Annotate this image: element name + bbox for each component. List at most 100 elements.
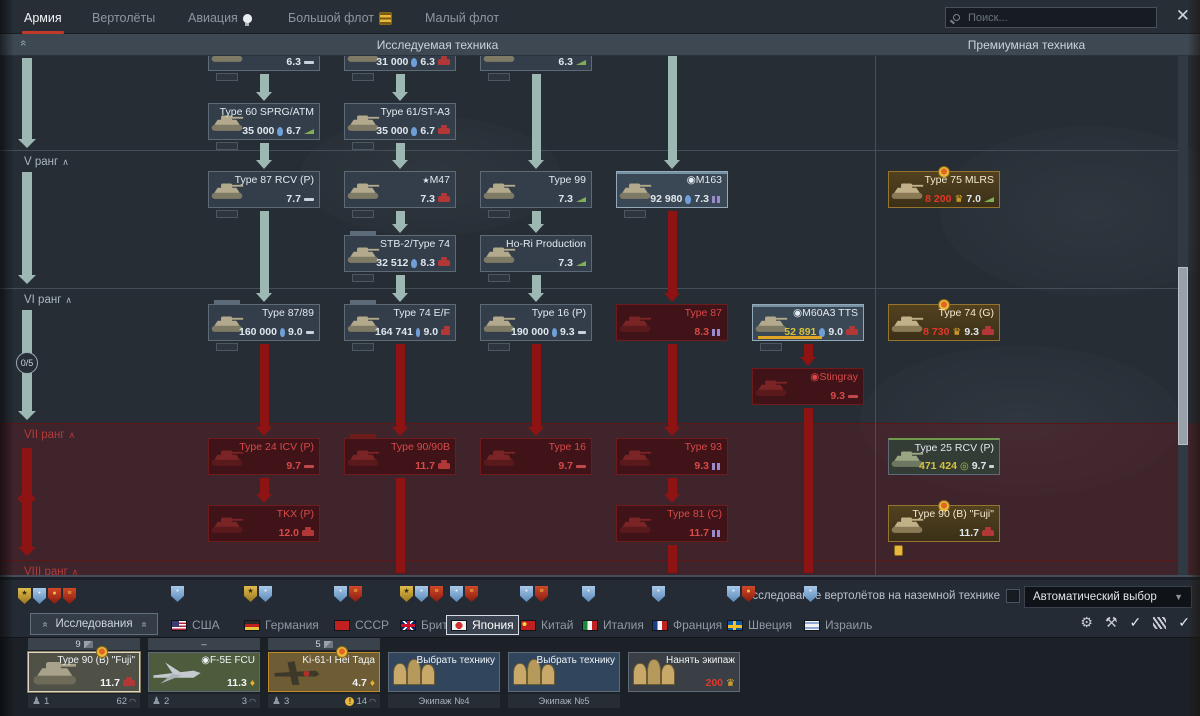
modifications-indicator[interactable] <box>488 73 510 81</box>
tree-connection-arrowhead <box>255 293 272 302</box>
nation-tab-Италия[interactable]: Италия <box>578 615 648 635</box>
nation-tab-Швеция[interactable]: Швеция <box>723 615 796 635</box>
modifications-check-icon[interactable]: ✓ <box>1129 614 1142 630</box>
vehicle-card-STB-2/Type 74[interactable]: STB-2/Type 7432 5128.3 <box>344 231 456 272</box>
battle-rating: 9.0 <box>423 326 439 338</box>
camouflage-check-icon[interactable]: ✓ <box>1178 614 1190 630</box>
vehicle-card-hidden[interactable]: 6.3 <box>208 56 320 71</box>
rank-rail-arrowhead <box>18 547 36 556</box>
tab-Армия[interactable]: Армия <box>22 8 64 34</box>
research-points-icon <box>819 327 826 337</box>
vehicle-card-Type 25 RCV (P)[interactable]: Type 25 RCV (P)471 424◎9.7 <box>888 438 1000 475</box>
vehicle-card-Type 75 MLRS[interactable]: Type 75 MLRS8 200♛7.0 <box>888 166 1000 208</box>
nation-tab-США[interactable]: США <box>167 615 224 635</box>
vehicle-card-Type 90 (B) "Fuji"[interactable]: Type 90 (B) "Fuji"11.7 <box>888 500 1000 542</box>
wrench-icon[interactable]: ⚒ <box>1104 614 1118 630</box>
close-icon[interactable]: ✕ <box>1175 6 1190 25</box>
vehicle-card-Type 93[interactable]: Type 939.3 <box>616 438 728 475</box>
slot-vehicle-Выбрать технику[interactable]: Выбрать технику <box>508 652 620 692</box>
vehicle-card-Type 87/89[interactable]: Type 87/89160 0009.0 <box>208 300 320 341</box>
gear-icon[interactable]: ⚙ <box>1080 614 1093 630</box>
slot-medal-icon <box>96 646 108 658</box>
rank-label-VII ранг[interactable]: VII ранг∧ <box>24 429 76 441</box>
slot-vehicle-name: ◉F-5E FCU <box>201 655 255 666</box>
vehicle-card-TKX (P)[interactable]: TKX (P)12.0 <box>208 505 320 542</box>
modifications-indicator[interactable] <box>352 73 374 81</box>
modifications-indicator[interactable] <box>216 210 238 218</box>
rank-label-VI ранг[interactable]: VI ранг∧ <box>24 294 72 306</box>
modifications-indicator[interactable] <box>488 210 510 218</box>
slot-vehicle-Type 90 (B) "Fuji"[interactable]: Type 90 (B) "Fuji"11.7 <box>28 652 140 692</box>
modifications-indicator[interactable] <box>352 210 374 218</box>
modifications-indicator[interactable] <box>624 210 646 218</box>
vehicle-card-Type 61/ST-A3[interactable]: Type 61/ST-A335 0006.7 <box>344 103 456 140</box>
research-view-button[interactable]: « Исследования « <box>30 613 158 635</box>
research-column-header: Исследуемая техника <box>376 38 499 52</box>
slot-art-jet <box>151 655 203 691</box>
modifications-indicator[interactable] <box>352 142 374 150</box>
modifications-indicator[interactable] <box>216 142 238 150</box>
tab-Большой флот[interactable]: Большой флот <box>288 8 392 28</box>
nation-tab-СССР[interactable]: СССР <box>330 615 393 635</box>
scrollbar-thumb[interactable] <box>1178 267 1188 445</box>
tree-connection-arrowhead <box>527 224 544 233</box>
vehicle-card-Type 99[interactable]: Type 997.3 <box>480 171 592 208</box>
vehicle-card-Type 87[interactable]: Type 878.3 <box>616 304 728 341</box>
rank-label-V ранг[interactable]: V ранг∧ <box>24 156 69 168</box>
crew-figure <box>541 664 555 685</box>
sticker-icon <box>323 640 333 648</box>
vehicle-card-Type 16 (P)[interactable]: Type 16 (P)190 0009.3 <box>480 304 592 341</box>
vehicle-card-Type 74 (G)[interactable]: Type 74 (G)8 730♛9.3 <box>888 299 1000 341</box>
auto-select-dropdown[interactable]: Автоматический выбор ▼ <box>1024 586 1192 608</box>
slot-vehicle-Ki-61-I Hei Тада[interactable]: Ki-61-I Hei Тада4.7♦ <box>268 652 380 692</box>
heli-research-checkbox[interactable] <box>1006 589 1020 603</box>
modifications-indicator[interactable] <box>352 274 374 282</box>
vehicle-card-hidden[interactable]: 6.3 <box>480 56 592 71</box>
vehicle-card-Type 90/90B[interactable]: Type 90/90B11.7 <box>344 434 456 475</box>
tab-Вертолёты[interactable]: Вертолёты <box>92 8 155 28</box>
search-box[interactable] <box>945 7 1157 28</box>
rank-rail-line <box>22 58 32 140</box>
vehicle-card-Type 74 E/F[interactable]: Type 74 E/F164 7419.0 <box>344 300 456 341</box>
nation-tab-Китай[interactable]: Китай <box>516 615 577 635</box>
vehicle-class-icon-mbt <box>982 326 994 335</box>
tab-Малый флот[interactable]: Малый флот <box>425 8 499 28</box>
vehicle-card-Ho-Ri Production[interactable]: Ho-Ri Production7.3 <box>480 235 592 272</box>
search-input[interactable] <box>966 10 1136 25</box>
modifications-indicator[interactable] <box>352 343 374 351</box>
vehicle-card-M60A3 TTS[interactable]: ◉M60A3 TTS52 8919.0 <box>752 304 864 341</box>
modifications-indicator[interactable] <box>488 343 510 351</box>
modifications-indicator[interactable] <box>488 274 510 282</box>
vehicle-card-Type 16[interactable]: Type 169.7 <box>480 438 592 475</box>
nation-tab-Израиль[interactable]: Израиль <box>800 615 876 635</box>
us-roundel-icon: ◉ <box>201 655 210 666</box>
camouflage-icon[interactable] <box>1153 616 1167 629</box>
vehicle-name: Type 74 (G) <box>938 307 994 319</box>
nation-tab-Япония[interactable]: Япония <box>446 615 519 635</box>
battle-rating: 7.3 <box>420 193 435 205</box>
nation-label: Германия <box>265 618 319 632</box>
nation-tab-Франция[interactable]: Франция <box>648 615 726 635</box>
rank-label-VIII ранг[interactable]: VIII ранг∧ <box>24 566 79 575</box>
nation-label: СССР <box>355 618 390 632</box>
vehicle-card-Type 60 SPRG/ATM[interactable]: Type 60 SPRG/ATM35 0006.7 <box>208 103 320 140</box>
vehicle-card-Type 81 (C)[interactable]: Type 81 (C)11.7 <box>616 505 728 542</box>
slot-vehicle-F-5E FCU[interactable]: ◉F-5E FCU11.3♦ <box>148 652 260 692</box>
slot-vehicle-Выбрать технику[interactable]: Выбрать технику <box>388 652 500 692</box>
modifications-indicator[interactable] <box>216 343 238 351</box>
tree-connection <box>667 478 677 494</box>
nation-tab-Германия[interactable]: Германия <box>240 615 323 635</box>
modifications-indicator[interactable] <box>216 73 238 81</box>
modifications-indicator[interactable] <box>760 343 782 351</box>
research-price: 32 512 <box>376 257 409 269</box>
tab-Авиация[interactable]: Авиация <box>188 8 252 28</box>
slot-vehicle-Нанять экипаж[interactable]: Нанять экипаж200♛ <box>628 652 740 692</box>
vehicle-card-Type 24 ICV (P)[interactable]: Type 24 ICV (P)9.7 <box>208 438 320 475</box>
vehicle-card-Type 87 RCV (P)[interactable]: Type 87 RCV (P)7.7 <box>208 171 320 208</box>
